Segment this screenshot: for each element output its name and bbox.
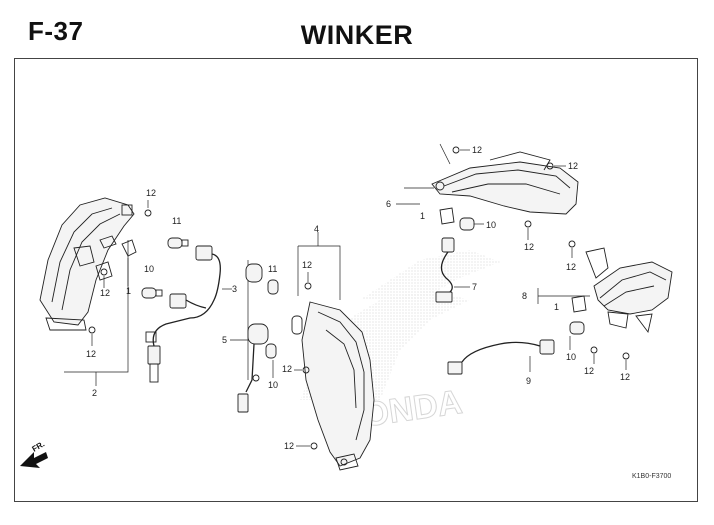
callout-12-right: 12 bbox=[620, 372, 630, 382]
callout-12: 12 bbox=[302, 260, 312, 270]
callout-10: 10 bbox=[268, 380, 278, 390]
callout-10: 10 bbox=[144, 264, 154, 274]
callout-12: 12 bbox=[284, 441, 294, 451]
screw-12-left-c bbox=[88, 326, 96, 346]
callout-10: 10 bbox=[486, 220, 496, 230]
clip-1-right bbox=[571, 295, 587, 313]
callout-2: 2 bbox=[92, 388, 97, 398]
callout-12: 12 bbox=[86, 349, 96, 359]
callout-1: 1 bbox=[554, 302, 559, 312]
figure-number: F-37 bbox=[28, 16, 84, 46]
callout-10: 10 bbox=[566, 352, 576, 362]
callout-labels: 12 11 10 12 1 12 2 3 4 5 11 12 12 10 12 … bbox=[86, 145, 594, 451]
callout-12: 12 bbox=[146, 188, 156, 198]
wire-harness-5 bbox=[230, 260, 269, 413]
screw-12-right-c bbox=[622, 352, 630, 370]
clip-1-upper bbox=[439, 207, 455, 225]
callout-5: 5 bbox=[222, 335, 227, 345]
callout-1: 1 bbox=[420, 211, 425, 221]
bulb-10-upper bbox=[459, 217, 484, 231]
callout-3: 3 bbox=[232, 284, 237, 294]
diagram-code: K1B0-F3700 bbox=[632, 473, 671, 480]
callout-12: 12 bbox=[282, 364, 292, 374]
diagram-frame bbox=[14, 58, 698, 502]
callout-6: 6 bbox=[386, 199, 391, 209]
bulb-11-center bbox=[267, 279, 279, 295]
callout-1: 1 bbox=[126, 286, 131, 296]
screw-10-small bbox=[252, 374, 260, 382]
front-direction-arrow: FR. bbox=[20, 439, 48, 468]
callout-8: 8 bbox=[522, 291, 527, 301]
screw-12-top-a bbox=[439, 143, 470, 165]
screw-12-top-c bbox=[524, 220, 532, 240]
callout-11: 11 bbox=[268, 264, 277, 274]
screw-12-center-c bbox=[296, 442, 318, 450]
upper-winker-part-6 bbox=[396, 151, 579, 215]
wire-harness-7 bbox=[435, 237, 470, 303]
wire-harness-3 bbox=[145, 245, 232, 383]
screw-12-right-a bbox=[568, 240, 576, 258]
callout-12: 12 bbox=[524, 242, 534, 252]
screw-12-right-b bbox=[590, 346, 598, 364]
left-winker-assembly bbox=[39, 197, 135, 331]
callout-12: 12 bbox=[584, 366, 594, 376]
clip-1-left bbox=[121, 239, 137, 257]
diagram-title: WINKER bbox=[300, 20, 414, 50]
wire-harness-9 bbox=[447, 321, 585, 375]
center-lens-part-4 bbox=[291, 232, 375, 471]
screw-12-left-a bbox=[144, 200, 152, 217]
right-winker-part-8 bbox=[537, 247, 673, 334]
callout-12: 12 bbox=[100, 288, 110, 298]
screw-12-center-b bbox=[294, 366, 310, 374]
screw-12-top-b bbox=[546, 162, 566, 170]
callout-7: 7 bbox=[472, 282, 477, 292]
bulb-11-left bbox=[167, 237, 189, 249]
callout-12: 12 bbox=[566, 262, 576, 272]
screw-12-left-b bbox=[100, 268, 108, 288]
bulb-10-center bbox=[265, 343, 277, 378]
bulb-10-left bbox=[141, 287, 163, 299]
callout-9: 9 bbox=[526, 376, 531, 386]
callout-12: 12 bbox=[568, 161, 578, 171]
screw-12-center-a bbox=[304, 272, 312, 290]
front-marker-label: FR. bbox=[31, 439, 47, 453]
callout-4: 4 bbox=[314, 224, 319, 234]
callout-12: 12 bbox=[472, 145, 482, 155]
callout-11: 11 bbox=[172, 216, 181, 226]
